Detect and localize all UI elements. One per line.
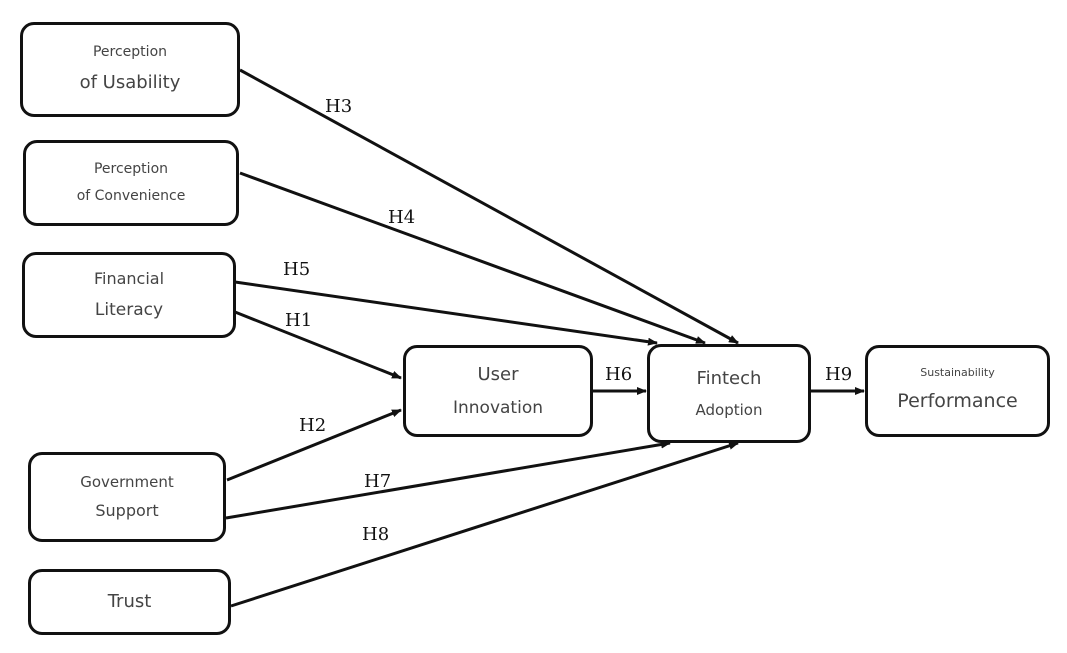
node-government-support: Government Support: [28, 452, 226, 542]
node-label-line1: Financial: [93, 268, 165, 288]
label-h2: H2: [299, 415, 327, 436]
node-fintech-adoption: Fintech Adoption: [647, 344, 811, 443]
label-h9: H9: [825, 364, 853, 385]
label-h5: H5: [283, 259, 311, 280]
node-label-line1: Fintech: [696, 368, 762, 390]
node-financial-literacy: Financial Literacy: [22, 252, 236, 338]
label-h6: H6: [605, 364, 633, 385]
node-perception-of-usability: Perception of Usability: [20, 22, 240, 117]
edge-h1: [234, 310, 402, 380]
node-label-line1: Government: [80, 472, 174, 491]
node-label-line2: Literacy: [94, 300, 164, 321]
node-label-line1: Trust: [107, 590, 152, 612]
edge-h2: [226, 408, 402, 482]
node-label-line1: User: [477, 363, 519, 385]
label-h8: H8: [362, 524, 390, 545]
node-label-line2: Support: [95, 501, 159, 521]
node-label-line2: of Convenience: [76, 188, 186, 204]
node-label-line2: Adoption: [695, 401, 763, 420]
edge-h4: [239, 171, 706, 345]
node-user-innovation: User Innovation: [403, 345, 593, 437]
node-label-line1: Sustainability: [920, 365, 995, 379]
label-h3: H3: [325, 96, 353, 117]
edge-h3: [239, 68, 739, 345]
node-label-line2: Innovation: [452, 397, 543, 418]
label-h7: H7: [364, 471, 392, 492]
node-label-line2: Performance: [897, 390, 1018, 413]
node-trust: Trust: [28, 569, 231, 635]
node-label-line1: Perception: [92, 44, 168, 61]
node-label-line2: of Usability: [79, 71, 181, 93]
label-h4: H4: [388, 207, 416, 228]
node-perception-of-convenience: Perception of Convenience: [23, 140, 239, 226]
edge-h7: [225, 440, 671, 520]
edge-h5: [234, 280, 658, 346]
node-sustainability-performance: Sustainability Performance: [865, 345, 1050, 437]
edge-h8: [230, 441, 739, 608]
node-label-line1: Perception: [93, 161, 169, 178]
label-h1: H1: [285, 310, 313, 331]
